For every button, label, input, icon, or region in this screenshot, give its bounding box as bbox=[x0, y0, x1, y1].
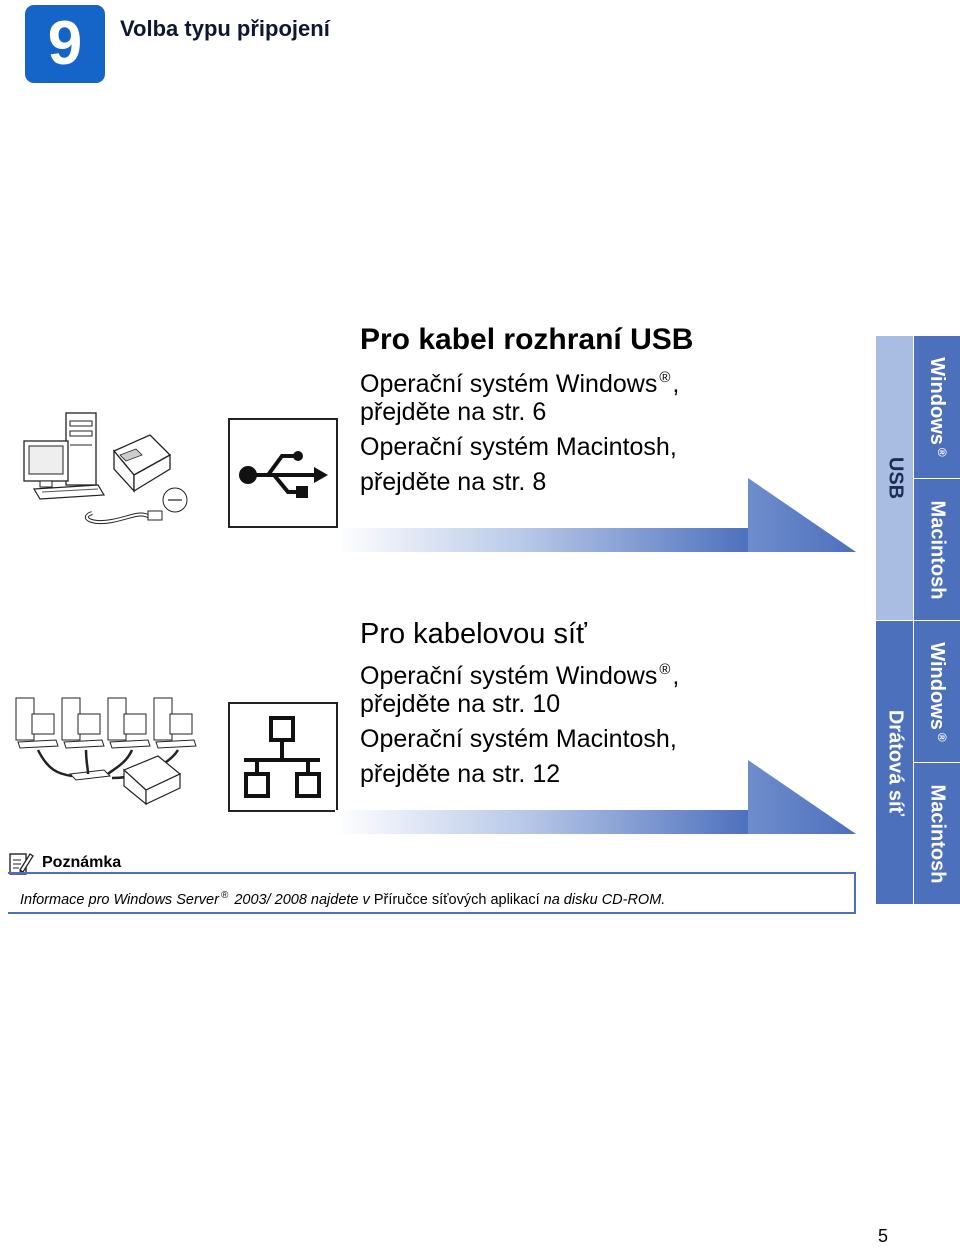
tab-usb-macintosh[interactable]: Macintosh bbox=[913, 478, 960, 620]
usb-windows-text: Operační systém Windows bbox=[360, 370, 658, 398]
network-windows-text: Operační systém Windows bbox=[360, 662, 658, 690]
note-text: Informace pro Windows Server® 2003/ 2008… bbox=[20, 890, 666, 908]
printer-icon bbox=[112, 434, 172, 493]
usb-symbol-icon bbox=[239, 451, 328, 498]
tab-network-group[interactable]: Drátová síť bbox=[876, 620, 913, 904]
note-pencil-icon bbox=[9, 853, 34, 875]
usb-symbol-box bbox=[228, 418, 338, 528]
usb-pointer-arrow bbox=[748, 478, 856, 552]
network-connection-illustration bbox=[15, 697, 197, 806]
keyboard-icon bbox=[32, 484, 106, 500]
network-users-guide-reference: Příručce síťových aplikací bbox=[373, 892, 540, 908]
tab-usb-macintosh-label: Macintosh bbox=[926, 500, 949, 599]
tab-usb-group[interactable]: USB bbox=[876, 336, 913, 620]
tab-network-label: Drátová síť bbox=[884, 709, 906, 816]
printer-icon bbox=[122, 755, 182, 806]
computer-group-icon bbox=[15, 697, 197, 749]
network-windows-line: Operační systém Windows®, bbox=[360, 652, 679, 694]
computer-tower-icon bbox=[65, 412, 97, 486]
side-tab-column: USB Windows® Macintosh Drátová síť Windo… bbox=[876, 336, 960, 904]
network-pointer-stripe bbox=[335, 810, 750, 834]
network-symbol-icon bbox=[244, 716, 321, 798]
tab-usb-windows-label: Windows® bbox=[926, 357, 949, 457]
tab-network-macintosh-label: Macintosh bbox=[926, 784, 949, 883]
usb-macintosh-page-link[interactable]: přejděte na str. 8 bbox=[360, 468, 547, 496]
note-box bbox=[8, 872, 856, 914]
registered-mark: ® bbox=[659, 661, 671, 678]
usb-pointer-stripe bbox=[335, 528, 750, 552]
step-number-badge: 9 bbox=[25, 5, 105, 83]
network-symbol-box bbox=[228, 702, 338, 812]
usb-section-heading: Pro kabel rozhraní USB bbox=[360, 323, 694, 356]
network-windows-page-link[interactable]: přejděte na str. 10 bbox=[360, 690, 561, 718]
tab-network-windows[interactable]: Windows® bbox=[913, 620, 960, 762]
usb-macintosh-line: Operační systém Macintosh, bbox=[360, 433, 677, 461]
tab-network-macintosh[interactable]: Macintosh bbox=[913, 762, 960, 904]
usb-cable-icon bbox=[84, 487, 188, 524]
network-macintosh-page-link[interactable]: přejděte na str. 12 bbox=[360, 760, 561, 788]
section-title: Volba typu připojení bbox=[120, 16, 330, 41]
tab-network-windows-label: Windows® bbox=[926, 641, 949, 742]
tab-usb-windows[interactable]: Windows® bbox=[913, 336, 960, 478]
registered-mark: ® bbox=[659, 369, 671, 386]
usb-windows-page-link[interactable]: přejděte na str. 6 bbox=[360, 398, 547, 426]
note-header: Poznámka bbox=[8, 848, 121, 878]
network-windows-suffix: , bbox=[672, 662, 680, 690]
note-label: Poznámka bbox=[42, 854, 122, 871]
network-hub-icon bbox=[36, 749, 180, 781]
usb-windows-suffix: , bbox=[672, 370, 680, 398]
monitor-icon bbox=[23, 440, 69, 488]
network-macintosh-line: Operační systém Macintosh, bbox=[360, 725, 677, 753]
registered-mark: ® bbox=[220, 890, 229, 901]
network-pointer-arrow bbox=[748, 760, 856, 834]
page-number: 5 bbox=[878, 1226, 889, 1246]
network-section-heading: Pro kabelovou síť bbox=[360, 618, 587, 650]
usb-windows-line: Operační systém Windows®, bbox=[360, 360, 679, 402]
tab-usb-label: USB bbox=[884, 456, 906, 500]
usb-connection-illustration bbox=[23, 412, 188, 524]
